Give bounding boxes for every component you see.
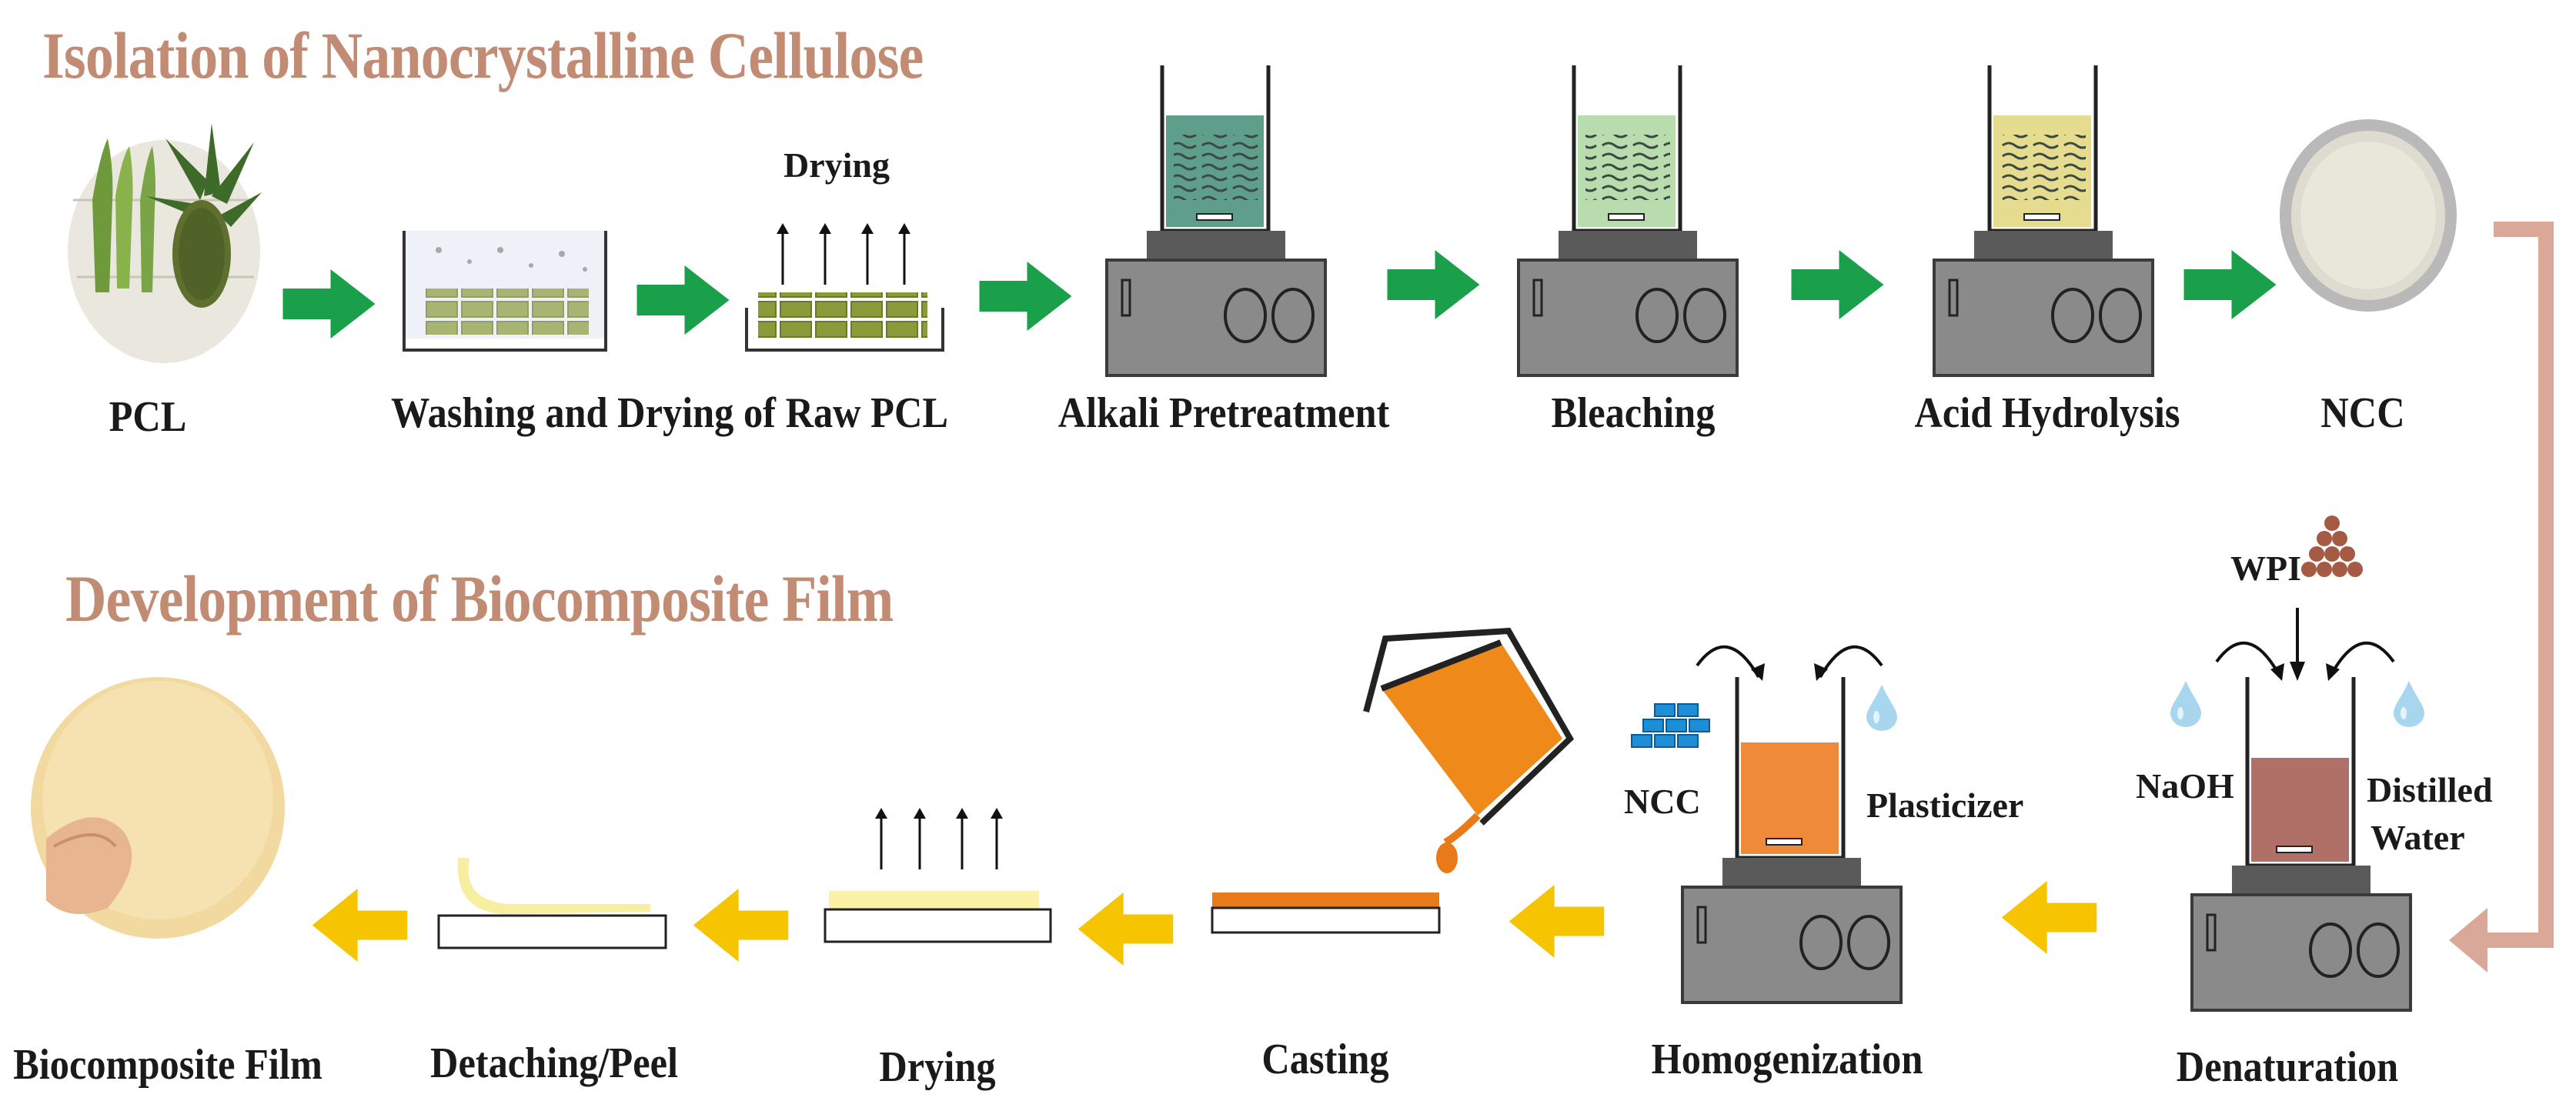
- homogenization-apparatus: [1631, 645, 1903, 1004]
- ncc-powder-dish: [2280, 119, 2457, 312]
- drying-tray: [745, 223, 944, 352]
- ncc-input-label: NCC: [1624, 782, 1701, 821]
- wpi-pile-icon: [2301, 515, 2363, 577]
- step-label-pcl: PCL: [109, 393, 187, 441]
- step-label-homogenization: Homogenization: [1651, 1036, 1923, 1083]
- development-heading: Development of Biocomposite Film: [65, 562, 894, 636]
- biocomposite-film-photo: [31, 677, 285, 939]
- film-peeling: [437, 858, 667, 949]
- step-label-biocomposite-film: Biocomposite Film: [13, 1041, 322, 1089]
- green-arrow: [636, 265, 730, 335]
- yellow-arrow: [1509, 885, 1605, 958]
- drying-annotation: Drying: [783, 145, 890, 185]
- step-label-acid-hydrolysis: Acid Hydrolysis: [1914, 389, 2180, 437]
- green-arrow: [1387, 250, 1480, 319]
- yellow-arrow: [2001, 881, 2097, 954]
- washing-tray: [403, 231, 607, 352]
- step-label-detaching: Detaching/Peel: [430, 1039, 678, 1087]
- yellow-arrow: [312, 889, 408, 962]
- denaturation-apparatus: [2170, 608, 2424, 1012]
- step-label-drying: Drying: [879, 1043, 996, 1091]
- yellow-arrow: [693, 889, 789, 962]
- bleaching-apparatus: [1517, 65, 1739, 377]
- film-drying: [824, 808, 1052, 943]
- step-label-alkali: Alkali Pretreatment: [1057, 389, 1390, 437]
- isolation-heading: Isolation of Nanocrystalline Cellulose: [42, 18, 924, 92]
- casting-apparatus: [1211, 627, 1575, 934]
- wpi-label: WPI: [2230, 549, 2301, 588]
- green-arrow: [1791, 250, 1884, 319]
- plasticizer-label: Plasticizer: [1866, 786, 2024, 825]
- step-label-bleaching: Bleaching: [1551, 389, 1716, 437]
- connector-arrow: [2449, 222, 2554, 973]
- acid-hydrolysis-apparatus: [1933, 65, 2154, 377]
- step-label-denaturation: Denaturation: [2176, 1043, 2399, 1091]
- green-arrow: [2183, 250, 2277, 319]
- distilled-water-label-line2: Water: [2371, 818, 2465, 857]
- alkali-apparatus: [1105, 65, 1327, 377]
- step-label-casting: Casting: [1261, 1036, 1389, 1083]
- step-label-washing: Washing and Drying of Raw PCL: [391, 389, 948, 437]
- distilled-water-label-line1: Distilled: [2367, 770, 2493, 809]
- naoh-label: NaOH: [2136, 766, 2234, 806]
- step-label-ncc: NCC: [2320, 389, 2405, 437]
- yellow-arrow: [1078, 892, 1174, 966]
- green-arrow: [282, 269, 376, 339]
- green-arrow: [979, 262, 1072, 331]
- pcl-photo: [68, 123, 262, 363]
